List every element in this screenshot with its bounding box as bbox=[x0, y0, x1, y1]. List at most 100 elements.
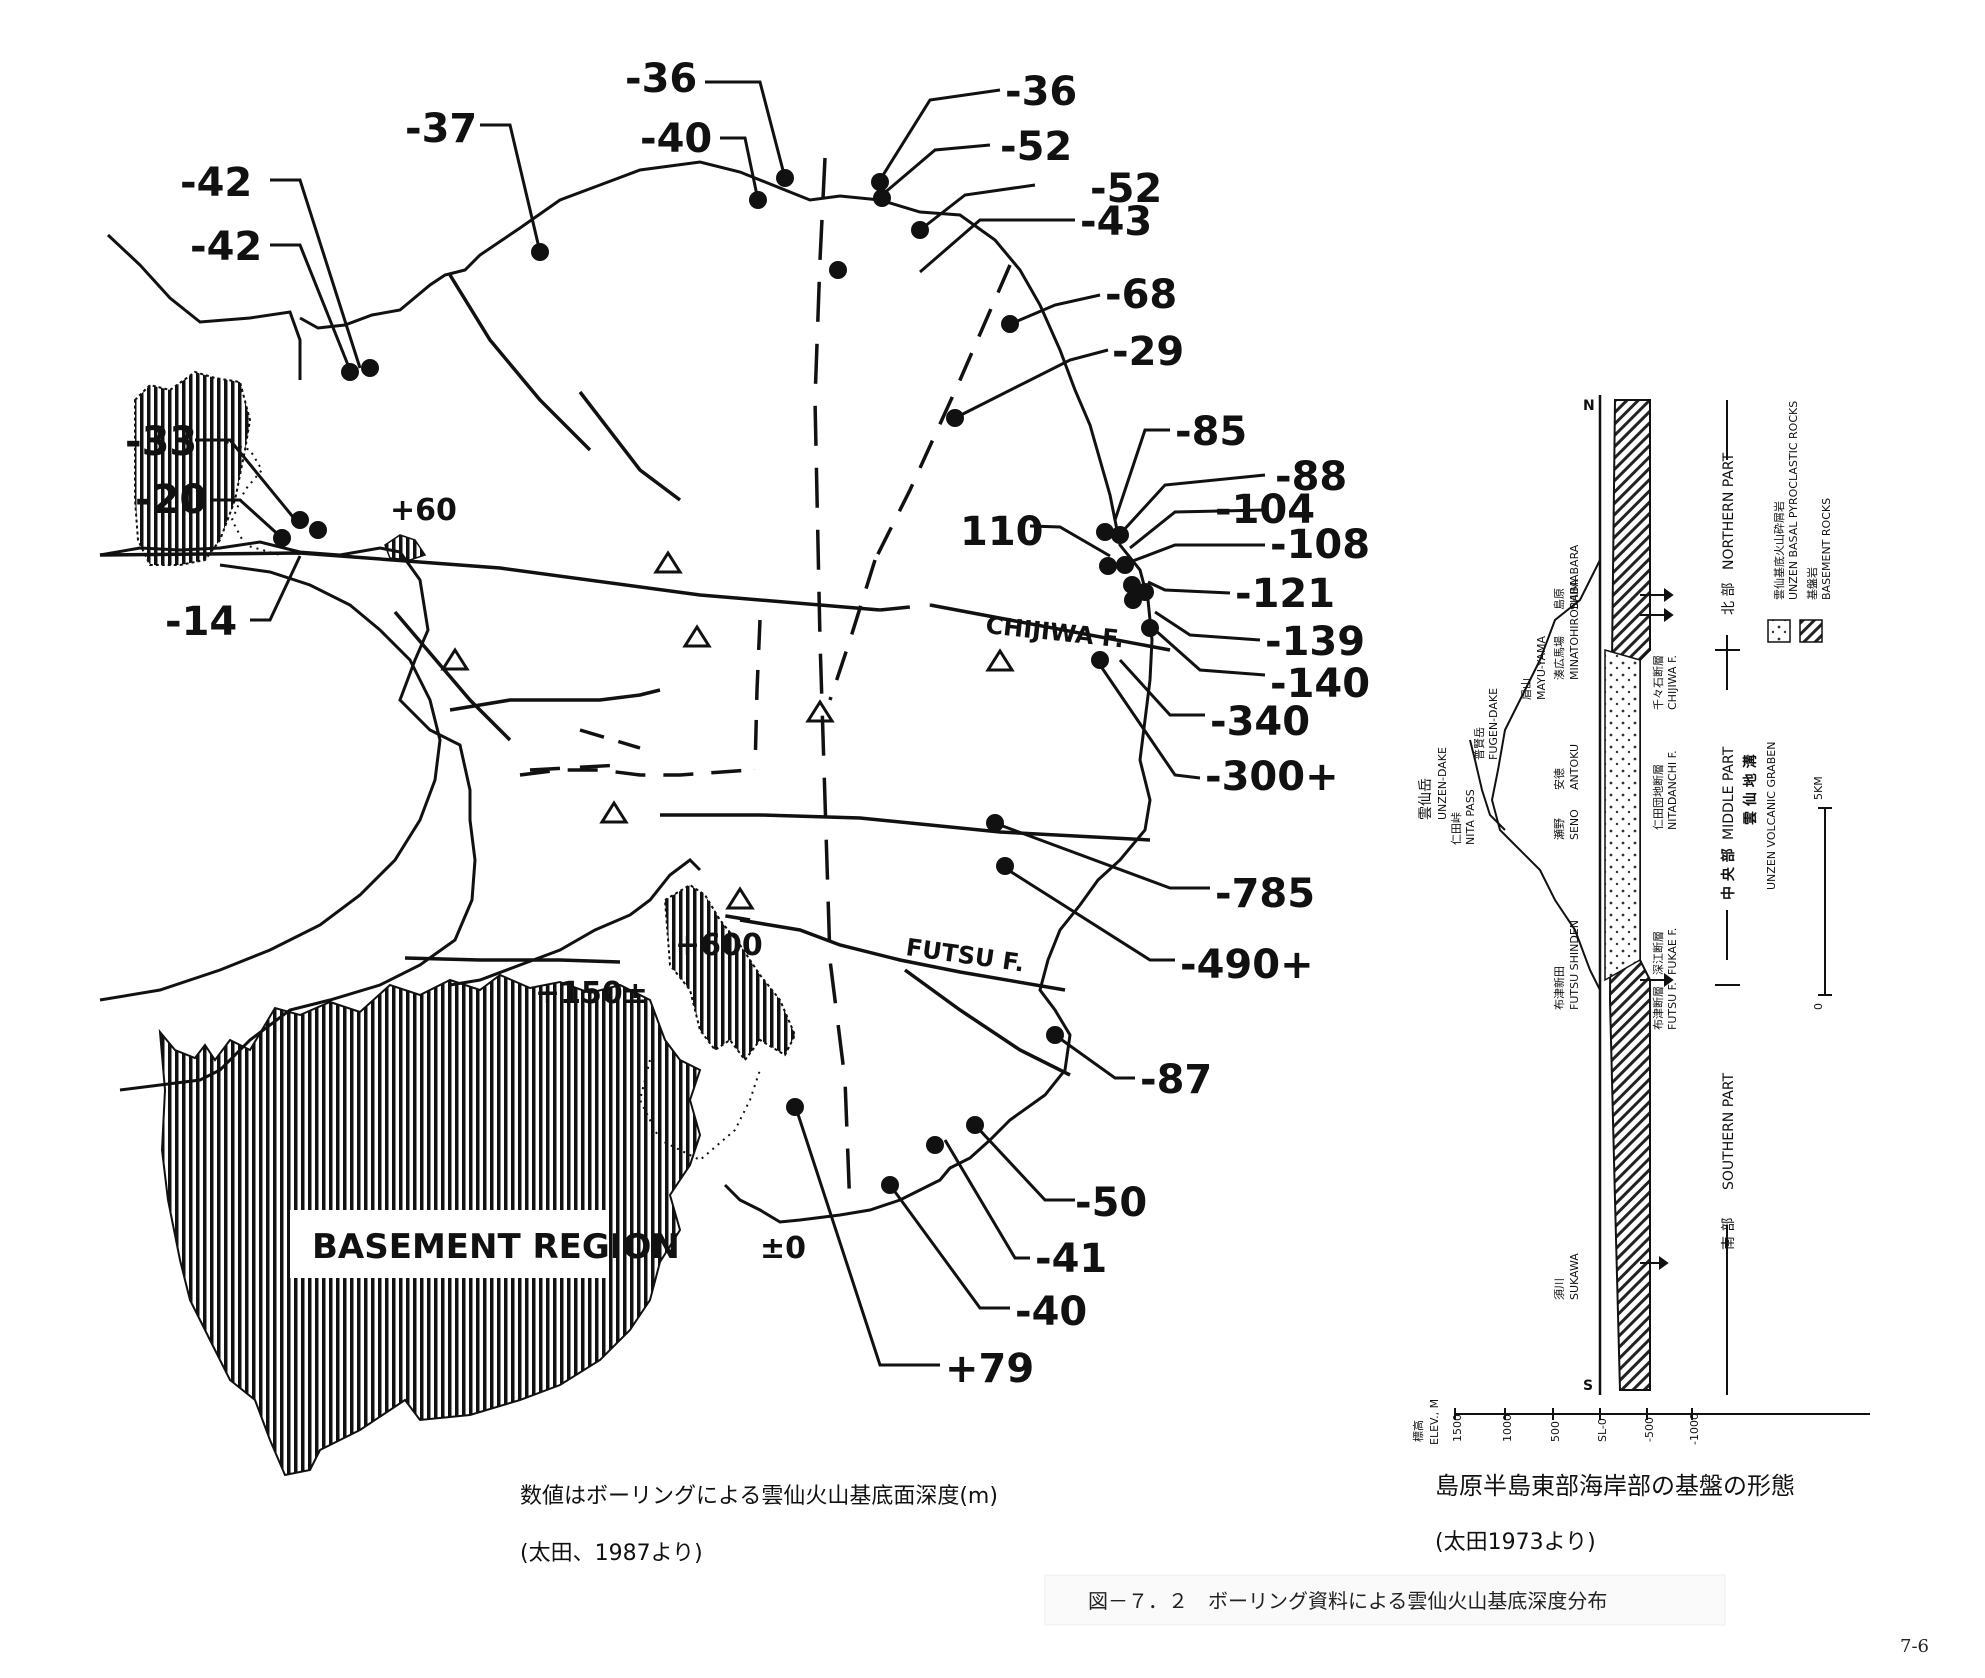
peak-en: UNZEN-DAKE bbox=[1436, 747, 1449, 820]
boring-point bbox=[1046, 1026, 1064, 1044]
middle-part-en: MIDDLE PART bbox=[1721, 746, 1737, 840]
place-en: MINATOHIROBABA bbox=[1568, 579, 1581, 680]
boring-point bbox=[1116, 556, 1134, 574]
place-jp: 瀬野 bbox=[1552, 818, 1566, 840]
caldera-outline bbox=[99, 563, 442, 1002]
boring-point bbox=[871, 173, 889, 191]
depth-label: -20 bbox=[135, 477, 207, 523]
peak-labels: 普賢岳 FUGEN-DAKE 眉山 MAYU-YAMA 雲仙岳 UNZEN-DA… bbox=[1418, 636, 1548, 845]
depth-label: -37 bbox=[405, 106, 477, 152]
figure-caption-box bbox=[1044, 1574, 1726, 1626]
graben-jp: 雲 仙 地 溝 bbox=[1742, 754, 1759, 825]
axis-tick-label: SL-0 bbox=[1596, 1418, 1609, 1442]
section-source: (太田1973より) bbox=[1435, 1530, 1596, 1555]
depth-label: -52 bbox=[1090, 166, 1162, 212]
legend-jp: 雲仙基底火山砕屑岩 bbox=[1772, 501, 1786, 600]
elevation-axis-labels: 1500 1000 500 SL-0 -500 -1000 標高 ELEV., … bbox=[1411, 1399, 1701, 1445]
depth-label: -36 bbox=[625, 56, 697, 102]
depth-label: -139 bbox=[1265, 619, 1365, 665]
boring-point bbox=[776, 169, 794, 187]
place-labels: 島原 SHIMABARA 湊広馬場 MINATOHIROBABA 千々石断層 C… bbox=[1552, 544, 1679, 1300]
place-jp: 布津新田 bbox=[1552, 966, 1566, 1010]
boring-point bbox=[749, 191, 767, 209]
peak-en: FUGEN-DAKE bbox=[1487, 688, 1500, 760]
boring-point bbox=[829, 261, 847, 279]
boring-point bbox=[873, 189, 891, 207]
part-labels: 北 部 NORTHERN PART 中 央 部 MIDDLE PART 雲 仙 … bbox=[1720, 452, 1778, 1250]
boring-point bbox=[986, 814, 1004, 832]
place-en: FUTSU SHINDEN bbox=[1568, 920, 1581, 1010]
depth-label: -41 bbox=[1035, 1236, 1107, 1282]
depth-label: 110 bbox=[960, 509, 1044, 555]
northern-part-jp: 北 部 bbox=[1721, 583, 1737, 615]
axis-tick-label: 1000 bbox=[1501, 1414, 1514, 1442]
depth-label: -68 bbox=[1105, 272, 1177, 318]
legend-swatch-pyroclastic bbox=[1767, 619, 1791, 643]
boring-depth-map: -36 -40 -37 -42 -42 -33 -20 -14 -36 -52 … bbox=[99, 56, 1370, 1566]
legend-en: BASEMENT ROCKS bbox=[1820, 498, 1833, 600]
depth-label: -42 bbox=[190, 224, 262, 270]
middle-part-jp: 中 央 部 bbox=[1720, 848, 1737, 900]
depth-label: -40 bbox=[640, 116, 712, 162]
futsu-fault bbox=[404, 956, 621, 964]
axis-tick-label: -500 bbox=[1643, 1417, 1656, 1442]
boring-point bbox=[1141, 619, 1159, 637]
depth-label: -85 bbox=[1175, 409, 1247, 455]
peak-en: MAYU-YAMA bbox=[1535, 636, 1548, 700]
map-caption: 数値はボーリングによる雲仙火山基底面深度(m) bbox=[520, 1484, 998, 1509]
elevation-label: +60 bbox=[390, 493, 457, 528]
graben-en: UNZEN VOLCANIC GRABEN bbox=[1765, 742, 1778, 890]
place-en: SENO bbox=[1568, 809, 1581, 840]
depth-labels: -36 -40 -37 -42 -42 -33 -20 -14 -36 -52 … bbox=[125, 56, 1370, 1392]
elevation-labels: +60 +600 +150± ±0 bbox=[390, 493, 806, 1266]
basement-hatch-northwest bbox=[134, 370, 252, 566]
place-en: SUKAWA bbox=[1568, 1253, 1581, 1300]
boring-point bbox=[1124, 591, 1142, 609]
section-caption: 島原半島東部海岸部の基盤の形態 bbox=[1435, 1472, 1795, 1500]
peak-jp: 普賢岳 bbox=[1472, 727, 1486, 760]
boring-point bbox=[996, 857, 1014, 875]
boring-point bbox=[309, 521, 327, 539]
boring-point bbox=[911, 221, 929, 239]
part-divisions bbox=[1715, 400, 1740, 1395]
peak-jp: 眉山 bbox=[1520, 678, 1533, 700]
place-jp: 島原 bbox=[1552, 588, 1566, 610]
peak-profile bbox=[1469, 739, 1506, 831]
chijiwa-fault-label: CHIJIWA F. bbox=[984, 611, 1125, 653]
depth-label: -785 bbox=[1215, 871, 1315, 917]
page-number: 7-6 bbox=[1900, 1636, 1929, 1657]
boring-point bbox=[946, 409, 964, 427]
depth-label: -121 bbox=[1235, 571, 1335, 617]
axis-title-jp: 標高 bbox=[1411, 1420, 1425, 1442]
surface-profile bbox=[1490, 395, 1601, 1395]
legend-swatch-basement bbox=[1799, 619, 1823, 643]
depth-label: -33 bbox=[125, 419, 197, 465]
chijiwa-fault bbox=[99, 551, 881, 612]
elevation-label: ±0 bbox=[760, 1231, 806, 1266]
scale-bottom-label: 0 bbox=[1812, 1003, 1825, 1010]
depth-label: -104 bbox=[1215, 487, 1315, 533]
legend-en: UNZEN BASAL PYROCLASTIC ROCKS bbox=[1787, 401, 1800, 600]
place-jp: 湊広馬場 bbox=[1552, 636, 1566, 680]
place-jp: 須川 bbox=[1553, 1278, 1566, 1300]
axis-tick-label: -1000 bbox=[1688, 1413, 1701, 1445]
boring-point bbox=[1111, 526, 1129, 544]
elevation-axis-ticks bbox=[1454, 1408, 1693, 1420]
boring-point bbox=[273, 529, 291, 547]
depth-label: -14 bbox=[165, 599, 237, 645]
volcano-icon bbox=[599, 800, 629, 824]
depth-label: -52 bbox=[1000, 124, 1072, 170]
boring-point bbox=[881, 1176, 899, 1194]
basement-hatch-central bbox=[663, 883, 797, 1062]
map-source: (太田、1987より) bbox=[520, 1541, 703, 1566]
basement-dots-center bbox=[638, 1059, 761, 1162]
place-jp: 深江断層 bbox=[1651, 931, 1665, 975]
volcano-icon bbox=[725, 886, 755, 910]
southern-part-jp: 南 部 bbox=[1721, 1218, 1737, 1250]
boring-points bbox=[273, 169, 1159, 1194]
place-en: FUKAE F. bbox=[1666, 928, 1679, 975]
depth-label: +79 bbox=[945, 1346, 1034, 1392]
boring-point bbox=[786, 1098, 804, 1116]
place-en: NITADANCHI F. bbox=[1666, 750, 1679, 830]
boring-point bbox=[1091, 651, 1109, 669]
